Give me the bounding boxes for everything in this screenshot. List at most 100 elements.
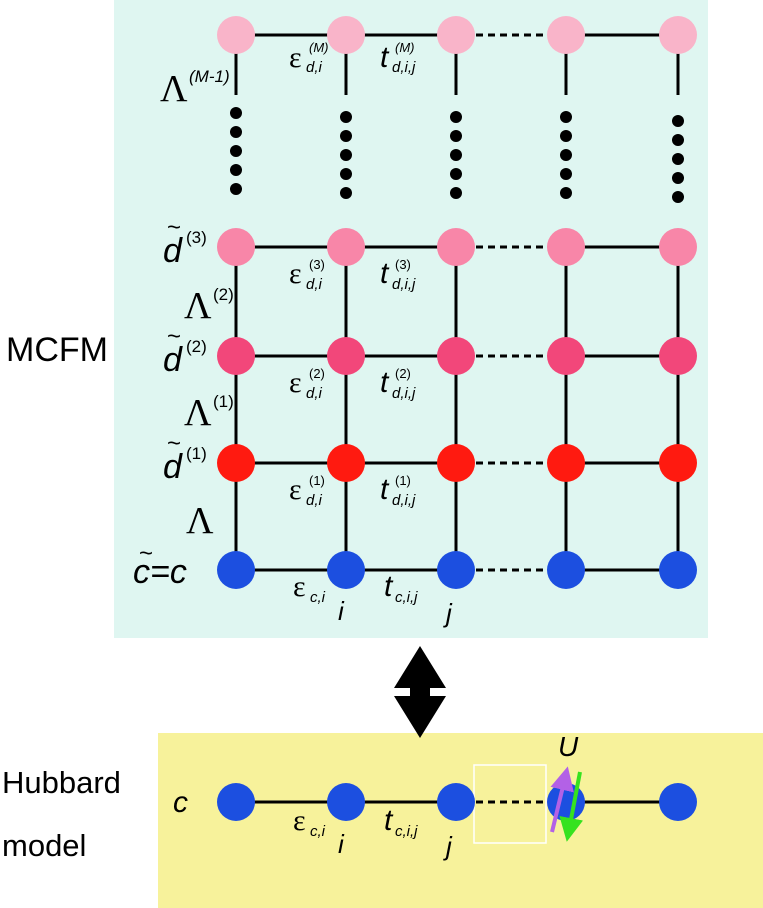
hubbard-site-index-j: j [443, 831, 453, 861]
eps-label-1: ε [289, 473, 302, 506]
site [659, 783, 697, 821]
sites-row-3 [217, 228, 697, 266]
sites-row-c [217, 551, 697, 589]
tilde-d3: ~ [167, 214, 181, 241]
hubbard-chain [217, 764, 697, 844]
lambda-1-sup: (1) [213, 392, 234, 411]
site [327, 783, 365, 821]
hop-sub-c: c,i,j [395, 589, 418, 606]
eps-sub-3: d,i [306, 276, 323, 293]
site [217, 783, 255, 821]
site [659, 337, 697, 375]
site [327, 228, 365, 266]
lambda-2-sup: (2) [213, 285, 234, 304]
hop-sup-1: (1) [395, 473, 411, 488]
row-labels: c=c ~ d ~ (1) d ~ (2) d ~ (3) [133, 214, 207, 591]
hubbard-hop-sub: c,i,j [395, 823, 418, 840]
hubbard-interaction-label: U [558, 731, 579, 762]
eps-sub-m: d,i [306, 59, 323, 76]
vertical-bonds [234, 35, 680, 570]
lambda-m1: Λ [160, 68, 188, 110]
eps-label-2: ε [289, 366, 302, 399]
mcfm-panel [114, 0, 708, 638]
row-label-d3-sup: (3) [186, 228, 207, 247]
site [659, 228, 697, 266]
hop-sub-2: d,i,j [392, 385, 416, 402]
sites-row-1 [217, 444, 697, 482]
spin-up-arrow-icon [550, 766, 574, 833]
eps-sup-m: (M) [309, 40, 329, 55]
eps-sub-2: d,i [306, 385, 323, 402]
eps-sub-c: c,i [310, 589, 326, 606]
tilde-d2: ~ [167, 323, 181, 350]
eps-sup-1: (1) [309, 473, 325, 488]
row-label-c: c=c [133, 553, 187, 591]
site [437, 337, 475, 375]
site [437, 783, 475, 821]
site [327, 444, 365, 482]
row-label-d1-sup: (1) [186, 444, 207, 463]
site-index-j: j [443, 598, 453, 628]
eps-label-m: ε [289, 41, 302, 74]
eps-label-c: ε [293, 570, 306, 603]
hubbard-hop-label: t [384, 804, 394, 837]
site [437, 551, 475, 589]
hubbard-labels: c ε c,i t c,i,j i j U [173, 731, 579, 861]
site [437, 228, 475, 266]
site [327, 551, 365, 589]
site [547, 444, 585, 482]
hop-label-m: t [380, 41, 390, 74]
site [547, 228, 585, 266]
lambda-labels: Λ Λ (1) Λ (2) Λ (M-1) [160, 67, 234, 542]
hop-label-2: t [380, 366, 390, 399]
hop-sub-m: d,i,j [392, 59, 416, 76]
eps-label-3: ε [289, 257, 302, 290]
lambda-m1-sup: (M-1) [189, 67, 230, 86]
lambda-1: Λ [184, 392, 212, 434]
site [217, 16, 255, 54]
site [547, 16, 585, 54]
hop-label-c: t [384, 570, 394, 603]
site [437, 16, 475, 54]
sites-row-m [217, 16, 697, 54]
hubbard-site-index-i: i [338, 829, 345, 859]
site [437, 444, 475, 482]
site [547, 337, 585, 375]
hubbard-eps-sub: c,i [310, 823, 326, 840]
hubbard-label-line2: model [2, 828, 86, 863]
hubbard-eps-label: ε [293, 804, 306, 837]
tilde-d1: ~ [167, 430, 181, 457]
sites-row-2 [217, 337, 697, 375]
row-label-d1: d [163, 448, 183, 486]
site [217, 444, 255, 482]
site [327, 16, 365, 54]
site [217, 228, 255, 266]
lambda-0: Λ [186, 500, 214, 542]
equivalence-double-arrow-icon [394, 646, 446, 738]
vertical-ellipsis-dots [230, 107, 684, 203]
eps-sub-1: d,i [306, 492, 323, 509]
site [659, 444, 697, 482]
eps-sup-2: (2) [309, 366, 325, 381]
site [217, 551, 255, 589]
row-label-d2: d [163, 341, 183, 379]
hubbard-row-label: c [173, 786, 188, 819]
site [327, 337, 365, 375]
site [217, 337, 255, 375]
hop-sup-2: (2) [395, 366, 411, 381]
site [547, 783, 585, 821]
hop-sup-3: (3) [395, 257, 411, 272]
hop-label-1: t [380, 473, 390, 506]
eps-sup-3: (3) [309, 257, 325, 272]
hop-label-3: t [380, 257, 390, 290]
tilde-c: ~ [139, 540, 153, 567]
hop-sub-3: d,i,j [392, 276, 416, 293]
row-label-d2-sup: (2) [186, 337, 207, 356]
mcfm-label: MCFM [6, 331, 108, 369]
site [659, 16, 697, 54]
bond-labels: ε (M) d,i t (M) d,i,j ε (3) d,i t (3) d,… [289, 40, 453, 628]
lambda-2: Λ [184, 285, 212, 327]
hubbard-label-line1: Hubbard [2, 765, 121, 800]
site-index-i: i [338, 596, 345, 626]
